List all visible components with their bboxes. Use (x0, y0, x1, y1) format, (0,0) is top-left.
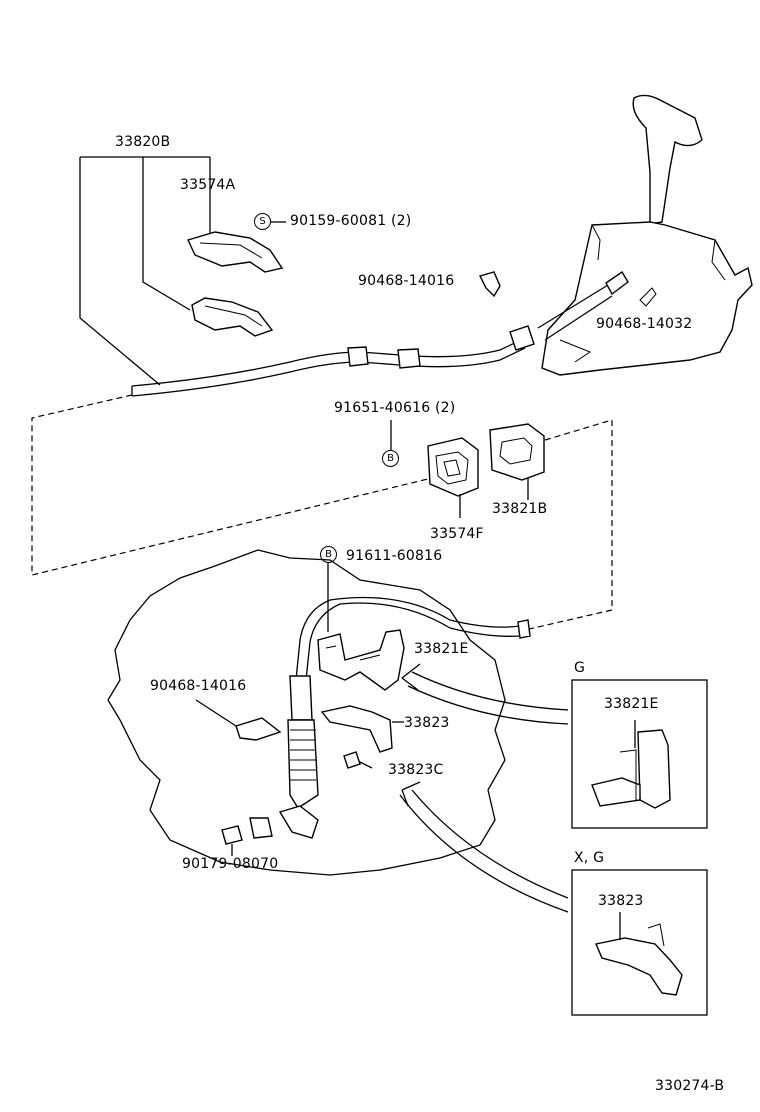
label-90159-60081: 90159-60081 (2) (290, 213, 412, 229)
collar-90179-drawing (221, 825, 243, 856)
shift-lever-assembly (537, 94, 753, 376)
shift-cable-top (131, 325, 535, 397)
b-symbol-icon: B (320, 546, 337, 563)
label-90468-14016-top: 90468-14016 (358, 273, 455, 289)
s-symbol-icon: S (254, 213, 271, 230)
bracket-33821E-drawing (317, 629, 405, 691)
label-91611-60816: 91611-60816 (346, 548, 443, 564)
part-33574A-drawing (187, 231, 284, 273)
inset-xg-part-label: 33823 (598, 893, 644, 909)
transmission-case (107, 549, 506, 876)
inset-g-title: G (574, 660, 586, 676)
label-90468-14032: 90468-14032 (596, 316, 693, 332)
label-33823C: 33823C (388, 762, 444, 778)
bracket-33823-drawing (320, 705, 404, 753)
clip-90468-top-drawing (478, 271, 501, 298)
label-33574A: 33574A (180, 177, 236, 193)
bolt-33823C-drawing (343, 751, 373, 769)
arrow-inset-g (401, 663, 569, 725)
grommet-33574F-drawing (427, 437, 479, 518)
bracket-33820B (79, 156, 211, 386)
label-33574F: 33574F (430, 526, 484, 542)
dashed-boundary (31, 394, 613, 631)
label-90179-08070: 90179-08070 (182, 856, 279, 872)
arrow-inset-xg (399, 781, 569, 913)
label-33821E: 33821E (414, 641, 469, 657)
part-33820B-seat-drawing (191, 297, 274, 337)
plate-33821B-drawing (489, 423, 545, 500)
inset-xg-title: X, G (574, 850, 605, 866)
inset-g-part-label: 33821E (604, 696, 659, 712)
inset-g-box (571, 679, 708, 829)
label-33823: 33823 (404, 715, 450, 731)
label-90468-14016-left: 90468-14016 (150, 678, 247, 694)
label-33821B: 33821B (492, 501, 548, 517)
figure-code: 330274-B (655, 1078, 725, 1094)
b-symbol-icon: B (382, 450, 399, 467)
clip-90468-left-drawing (195, 699, 282, 741)
label-33820B: 33820B (115, 134, 171, 150)
inset-xg-box (571, 869, 708, 1016)
shift-cable-lower (249, 596, 531, 839)
label-91651-40616: 91651-40616 (2) (334, 400, 456, 416)
